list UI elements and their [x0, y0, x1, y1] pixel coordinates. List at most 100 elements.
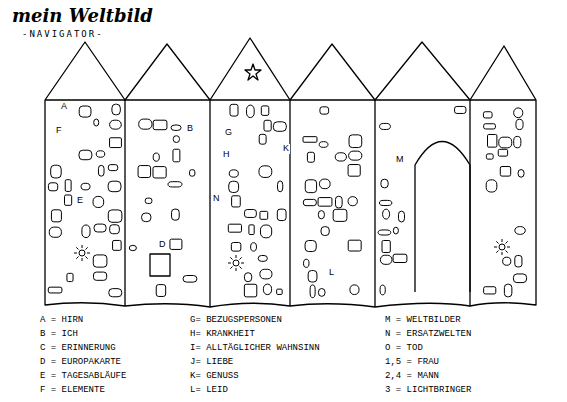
- blob: [245, 210, 257, 218]
- blob: [48, 287, 62, 293]
- blob: [380, 285, 385, 295]
- legend-line: C = ERINNERUNG: [40, 344, 116, 354]
- blob: [249, 225, 254, 235]
- blob: [244, 284, 256, 297]
- blob: [513, 274, 526, 283]
- blob: [379, 200, 391, 205]
- blob: [51, 165, 62, 178]
- blob: [305, 241, 316, 252]
- blob: [139, 119, 152, 129]
- blob: [96, 151, 105, 158]
- blob: [319, 142, 328, 148]
- key-letter: F: [55, 126, 63, 136]
- blob: [49, 227, 61, 237]
- key-letter: D: [158, 240, 167, 250]
- blob: [320, 107, 329, 114]
- blob: [129, 245, 136, 250]
- legend-line: 1,5 = FRAU: [385, 358, 439, 368]
- blob: [260, 269, 272, 279]
- blob: [318, 198, 332, 207]
- blob: [67, 273, 73, 281]
- blob: [108, 210, 122, 222]
- blob: [264, 120, 271, 131]
- blob: [277, 289, 283, 294]
- blob: [94, 224, 106, 232]
- blob: [259, 134, 266, 144]
- europe-map-square: [150, 254, 170, 276]
- blob: [504, 284, 511, 297]
- blob: [110, 138, 122, 148]
- blob: [378, 230, 391, 235]
- blob: [142, 213, 151, 222]
- legend-line: B = ICH: [40, 330, 78, 340]
- key-letter: M: [395, 155, 405, 165]
- subtitle: -NAVIGATOR-: [22, 30, 104, 40]
- arch-door: [415, 142, 470, 293]
- blob: [112, 104, 120, 115]
- blob: [190, 170, 195, 176]
- blob: [455, 106, 466, 113]
- blob: [153, 120, 167, 130]
- legend-line: M = WELTBILDER: [385, 316, 461, 326]
- blob: [382, 241, 390, 253]
- blob: [258, 256, 267, 262]
- blob: [108, 165, 117, 171]
- key-letter: N: [212, 194, 221, 204]
- blob: [183, 276, 197, 283]
- blob: [349, 135, 362, 148]
- blob: [260, 225, 271, 238]
- legend-line: N = ERSATZWELTEN: [385, 330, 471, 340]
- blob: [156, 285, 165, 297]
- blob: [81, 183, 90, 190]
- blob: [138, 166, 151, 178]
- key-letter: A: [60, 102, 68, 112]
- legend-line: 2,4 = MANN: [385, 372, 439, 382]
- blob: [93, 255, 107, 267]
- blob: [229, 170, 238, 177]
- legend-line: A = HIRN: [40, 316, 83, 326]
- blob: [173, 136, 179, 143]
- blob: [381, 179, 388, 188]
- blob: [303, 199, 316, 205]
- blob: [247, 105, 255, 117]
- blob: [348, 197, 357, 206]
- blob: [488, 134, 497, 147]
- blob: [65, 195, 72, 205]
- blob: [383, 209, 390, 219]
- key-letter: H: [222, 150, 231, 160]
- blob: [484, 124, 496, 129]
- sun-symbol: [228, 255, 244, 271]
- blob: [514, 136, 521, 147]
- blob: [153, 167, 166, 178]
- legend-line: D = EUROPAKARTE: [40, 358, 121, 368]
- sun-symbol: [494, 239, 510, 255]
- legend-line: L= LEID: [190, 386, 228, 396]
- blob: [259, 166, 272, 178]
- blob: [393, 254, 407, 262]
- blob: [483, 112, 492, 118]
- wall-dividers: [45, 100, 536, 307]
- blob: [260, 211, 268, 219]
- blob: [318, 288, 325, 296]
- blob: [110, 225, 120, 234]
- legend-line: 3 = LICHTBRINGER: [385, 386, 471, 396]
- legend-line: J= LIEBE: [190, 358, 233, 368]
- blob: [348, 165, 360, 177]
- building-outline: [45, 38, 536, 307]
- blob: [486, 180, 497, 192]
- key-letter: G: [224, 128, 233, 138]
- sun-symbol: [74, 245, 90, 261]
- blob: [79, 150, 92, 160]
- blob: [515, 227, 526, 235]
- key-letter: L: [328, 268, 335, 278]
- blob: [486, 154, 493, 159]
- blob: [308, 271, 317, 282]
- blob: [273, 122, 286, 131]
- blob: [499, 137, 512, 148]
- legend-line: O = TOD: [385, 344, 423, 354]
- blob: [319, 179, 330, 189]
- blob: [350, 285, 359, 295]
- blob: [305, 180, 316, 193]
- star: [245, 64, 261, 80]
